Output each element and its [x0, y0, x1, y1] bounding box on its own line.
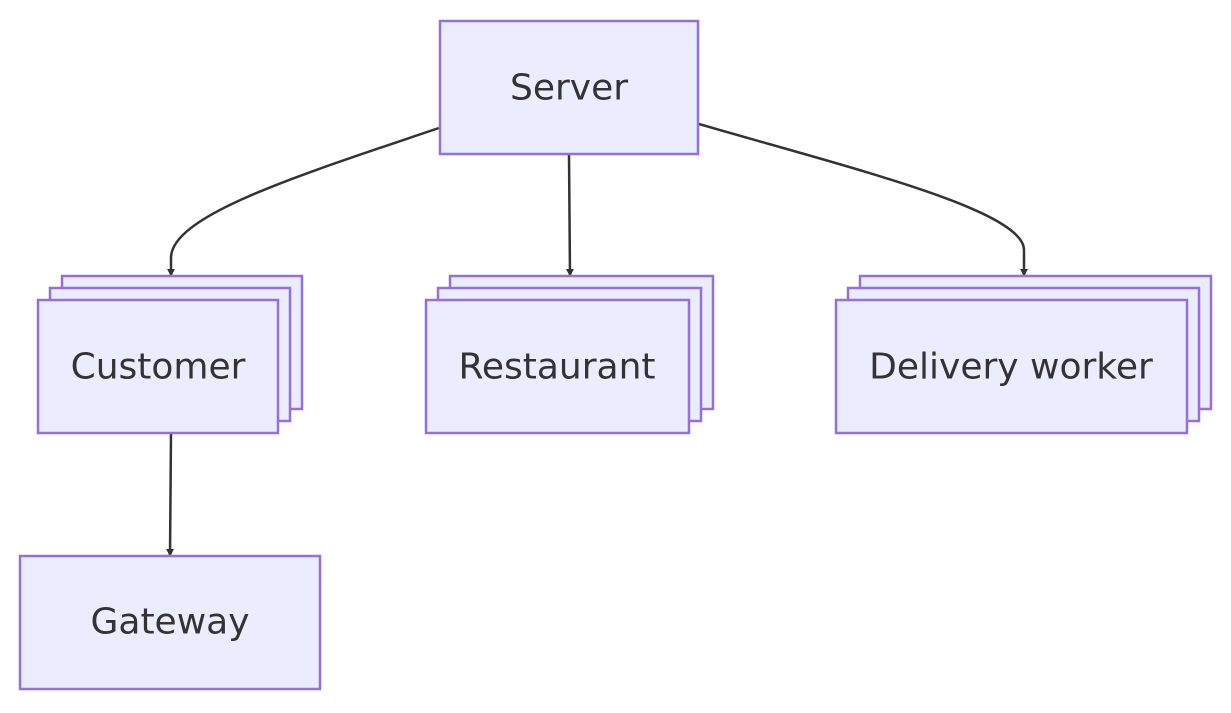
node-customer: Customer	[36, 274, 304, 435]
stack-layer-front	[834, 298, 1189, 435]
node-label-delivery-worker: Delivery worker	[869, 347, 1153, 388]
edges	[166, 122, 1028, 557]
node-label-restaurant: Restaurant	[458, 347, 655, 388]
node-delivery-worker: Delivery worker	[834, 274, 1213, 435]
node-box	[18, 554, 322, 691]
node-gateway: Gateway	[18, 554, 322, 691]
node-restaurant: Restaurant	[424, 274, 715, 435]
node-box	[438, 19, 700, 156]
node-label-customer: Customer	[71, 347, 246, 388]
stack-layer-front	[36, 298, 280, 435]
edge-server-to-customer	[167, 126, 440, 277]
node-label-gateway: Gateway	[90, 602, 249, 643]
edge-server-to-restaurant	[565, 153, 574, 277]
edge-server-to-delivery-worker	[698, 122, 1028, 277]
edge-customer-to-gateway	[166, 433, 175, 557]
node-label-server: Server	[510, 68, 628, 109]
node-server: Server	[438, 19, 700, 156]
stack-layer-front	[424, 298, 691, 435]
